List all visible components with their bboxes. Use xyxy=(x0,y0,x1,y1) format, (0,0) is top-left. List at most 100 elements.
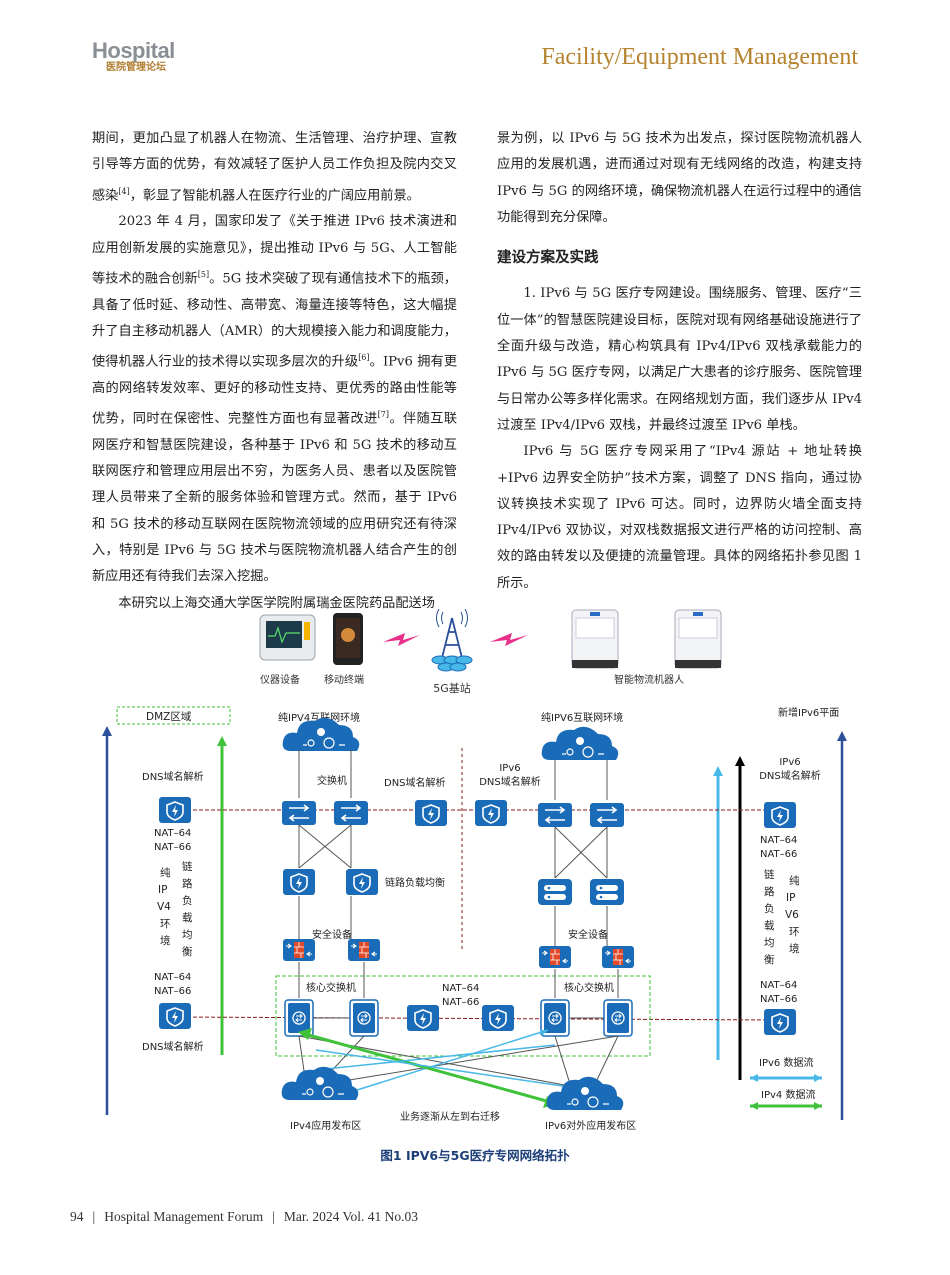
arrow-icon xyxy=(298,1028,312,1040)
ipv6-dns-right-label: DNS域名解析 xyxy=(759,769,821,782)
dmz-box xyxy=(116,706,231,725)
firewall-icon xyxy=(282,938,316,962)
ipv6-dns-mid-label: DNS域名解析 xyxy=(479,775,541,788)
robot-label: 智能物流机器人 xyxy=(614,673,684,686)
svg-text:衡: 衡 xyxy=(764,954,775,966)
svg-text:衡: 衡 xyxy=(182,946,193,958)
arrow-icon xyxy=(102,726,112,736)
switch-icon xyxy=(537,802,573,828)
dmz-label: DMZ区域 xyxy=(146,710,192,723)
page-footer: 94|Hospital Management Forum|Mar. 2024 V… xyxy=(70,1209,419,1224)
svg-text:IP: IP xyxy=(786,892,795,904)
core-zone-box xyxy=(275,975,651,1057)
mobile-phone-icon xyxy=(333,613,363,665)
section-heading: 建设方案及实践 xyxy=(497,250,599,267)
pure-ipv4-env-label: 纯 IP V4 环 境 xyxy=(157,866,171,947)
dns-mid-label: DNS域名解析 xyxy=(384,776,446,789)
paragraph: IPv6 与 5G 医疗专网采用了“IPv4 源站 + 地址转换 +IPv6 边… xyxy=(497,444,862,591)
core-right-label: 核心交换机 xyxy=(564,981,614,994)
dns-server-icon xyxy=(158,1002,192,1030)
switch-icon xyxy=(333,800,369,826)
nat64-label: NAT–64 xyxy=(154,972,191,983)
dns-server-icon xyxy=(763,801,797,829)
nat66-label: NAT–66 xyxy=(760,994,797,1005)
svg-text:负: 负 xyxy=(182,894,193,907)
wireless-signal-icon xyxy=(490,633,528,646)
paragraph: 景为例，以 IPv6 与 5G 技术为出发点，探讨医院物流机器人应用的发展机遇，… xyxy=(497,131,862,225)
dns-server-icon xyxy=(481,1004,515,1032)
base-station-icon xyxy=(431,608,473,672)
nat64-label: NAT–64 xyxy=(154,828,191,839)
svg-text:均: 均 xyxy=(764,937,775,949)
switch-icon xyxy=(589,802,625,828)
load-balancer-icon xyxy=(538,879,572,905)
svg-text:V4: V4 xyxy=(157,901,171,913)
security-right-label: 安全设备 xyxy=(568,928,608,941)
issue-info: Mar. 2024 Vol. 41 No.03 xyxy=(283,1209,419,1224)
section-title: Facility/Equipment Management xyxy=(541,44,858,70)
paragraph: 1. IPv6 与 5G 医疗专网建设。围绕服务、管理、医疗“三位一体”的智慧医… xyxy=(497,286,862,433)
link-line xyxy=(174,1016,781,1021)
journal-logo: Hospital 医院管理论坛 xyxy=(92,40,182,74)
column-left: 期间，更加凸显了机器人在物流、生活管理、治疗护理、宣教引导等方面的优势，有效减轻… xyxy=(92,126,457,617)
switch-icon xyxy=(281,800,317,826)
nat64-label: NAT–64 xyxy=(442,983,479,994)
arrow-icon xyxy=(750,1102,822,1110)
ipv6-label: IPv6 xyxy=(499,763,520,774)
nat66-label: NAT–66 xyxy=(154,986,191,997)
svg-text:均: 均 xyxy=(182,929,193,941)
arrow-icon xyxy=(713,766,723,776)
arrow-icon xyxy=(837,731,847,741)
figure-caption: 图1 IPV6与5G医疗专网网络拓扑 xyxy=(380,1148,570,1163)
column-right: 景为例，以 IPv6 与 5G 技术为出发点，探讨医院物流机器人应用的发展机遇，… xyxy=(497,126,862,597)
firewall-icon xyxy=(538,945,572,969)
logo-subtext: 医院管理论坛 xyxy=(106,62,166,73)
v4-app-zone-label: IPv4应用发布区 xyxy=(290,1119,361,1132)
svg-text:路: 路 xyxy=(182,877,193,890)
arrow-icon xyxy=(735,756,745,766)
page-number: 94 xyxy=(70,1209,84,1224)
logo-text: Hospital xyxy=(92,38,175,63)
core-switch-icon xyxy=(603,999,633,1037)
svg-text:V6: V6 xyxy=(785,909,799,921)
dns-server-icon xyxy=(763,1008,797,1036)
nat66-label: NAT–66 xyxy=(154,842,191,853)
svg-text:境: 境 xyxy=(160,934,171,947)
link-lb-icon xyxy=(345,868,379,896)
nat66-label: NAT–66 xyxy=(442,997,479,1008)
nat64-label: NAT–64 xyxy=(760,980,797,991)
link-lb-vertical-label: 链 路 负 载 均 衡 xyxy=(182,860,193,958)
paragraph: 本研究以上海交通大学医学院附属瑞金医院药品配送场 xyxy=(118,595,435,611)
security-left-label: 安全设备 xyxy=(312,928,352,941)
svg-text:载: 载 xyxy=(764,920,775,932)
v6-app-zone-label: IPv6对外应用发布区 xyxy=(545,1119,636,1132)
firewall-icon xyxy=(347,938,381,962)
monitor-device-icon xyxy=(259,614,316,661)
svg-text:纯: 纯 xyxy=(160,866,171,879)
v4-internet-label: 纯IPV4互联网环境 xyxy=(278,711,360,724)
dns-server-icon xyxy=(474,799,508,827)
svg-text:链: 链 xyxy=(764,868,775,881)
svg-text:环: 环 xyxy=(789,926,800,938)
device-label: 仪器设备 xyxy=(260,673,300,686)
v6-app-cloud-icon xyxy=(546,1076,624,1111)
load-balancer-icon xyxy=(590,879,624,905)
core-left-label: 核心交换机 xyxy=(306,981,356,994)
arrow-icon xyxy=(217,736,227,746)
v6-cloud-icon xyxy=(541,726,619,761)
robot-icon xyxy=(674,609,722,669)
dns-bottom-left-label: DNS域名解析 xyxy=(142,1040,204,1053)
nat64-label: NAT–64 xyxy=(760,835,797,846)
v4-app-cloud-icon xyxy=(281,1066,359,1101)
migration-label: 业务逐渐从左到右迁移 xyxy=(400,1110,500,1123)
arrow-icon xyxy=(750,1074,822,1082)
paragraph: 期间，更加凸显了机器人在物流、生活管理、治疗护理、宣教引导等方面的优势，有效减轻… xyxy=(92,131,457,203)
mobile-label: 移动终端 xyxy=(324,673,364,686)
svg-text:IP: IP xyxy=(158,884,167,896)
dns-left-label: DNS域名解析 xyxy=(142,770,204,783)
dns-server-icon xyxy=(158,796,192,824)
svg-text:纯: 纯 xyxy=(789,874,800,887)
svg-text:链: 链 xyxy=(182,860,193,873)
svg-text:路: 路 xyxy=(764,885,775,898)
v6-internet-label: 纯IPV6互联网环境 xyxy=(541,711,623,724)
